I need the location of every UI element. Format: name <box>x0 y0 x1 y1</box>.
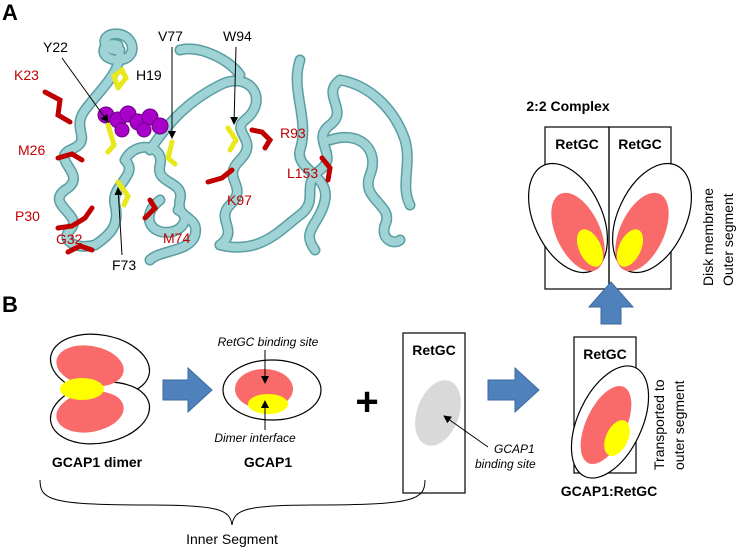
label-v77: V77 <box>158 28 183 44</box>
retgc-in-complex-label: RetGC <box>583 346 627 362</box>
disk-membrane-label: Disk membrane <box>700 188 716 286</box>
transported-label-line1: Transported to <box>651 379 667 470</box>
retgc-dimer-complex: RetGC RetGC <box>528 126 692 290</box>
label-m26: M26 <box>18 142 45 158</box>
gcap1-monomer <box>222 359 322 421</box>
retgc-alone-label: RetGC <box>412 342 456 358</box>
gcap1-binding-site-pointer <box>443 415 489 448</box>
gcap1-retgc-complex <box>570 336 650 479</box>
gcap1-label: GCAP1 <box>244 454 292 470</box>
outer-segment-label: Outer segment <box>720 193 736 286</box>
gcap1-dimer-label: GCAP1 dimer <box>52 454 143 470</box>
label-y22: Y22 <box>43 39 68 55</box>
up-arrow <box>587 281 635 325</box>
gcap1-dimer <box>49 333 151 445</box>
label-g32: G32 <box>56 231 83 247</box>
gcap1-binding-site-label-line2: binding site <box>475 457 536 471</box>
inner-segment-brace <box>39 479 426 526</box>
arrow-to-complex <box>487 366 540 414</box>
transported-label-line2: outer segment <box>671 380 687 470</box>
complex-title: 2:2 Complex <box>526 98 609 114</box>
panel-a-letter: A <box>2 0 18 25</box>
dimer-interface-label: Dimer interface <box>214 431 296 445</box>
label-p30: P30 <box>15 208 40 224</box>
yellow-residues <box>105 66 239 208</box>
residue-pointers <box>61 46 239 256</box>
label-w94: W94 <box>223 28 252 44</box>
ribbon-fill <box>55 29 414 264</box>
retgc-binding-site-label: RetGC binding site <box>218 335 319 349</box>
arrow-dimer-to-monomer <box>162 366 213 414</box>
protein-structure <box>53 28 416 266</box>
retgc-label-left: RetGC <box>555 136 599 152</box>
gcap1-in-complex-left <box>528 162 608 274</box>
gcap1-retgc-label: GCAP1:RetGC <box>561 483 657 499</box>
residue-labels: Y22 H19 V77 W94 F73 K23 M26 P30 G32 R93 … <box>14 28 318 273</box>
label-h19: H19 <box>136 67 162 83</box>
retgc-label-right: RetGC <box>618 136 662 152</box>
inner-segment-label: Inner Segment <box>186 531 278 547</box>
label-k97: K97 <box>227 192 252 208</box>
red-residues <box>42 89 333 255</box>
plus-sign: + <box>355 380 378 424</box>
label-l153: L153 <box>287 165 318 181</box>
retgc-alone <box>402 332 466 494</box>
label-f73: F73 <box>112 257 136 273</box>
gcap1-binding-site-label-line1: GCAP1 <box>494 442 535 456</box>
label-k23: K23 <box>14 67 39 83</box>
panel-b-letter: B <box>2 292 18 317</box>
label-m74: M74 <box>163 230 190 246</box>
gcap1-in-complex-right <box>612 162 692 274</box>
label-r93: R93 <box>280 125 306 141</box>
